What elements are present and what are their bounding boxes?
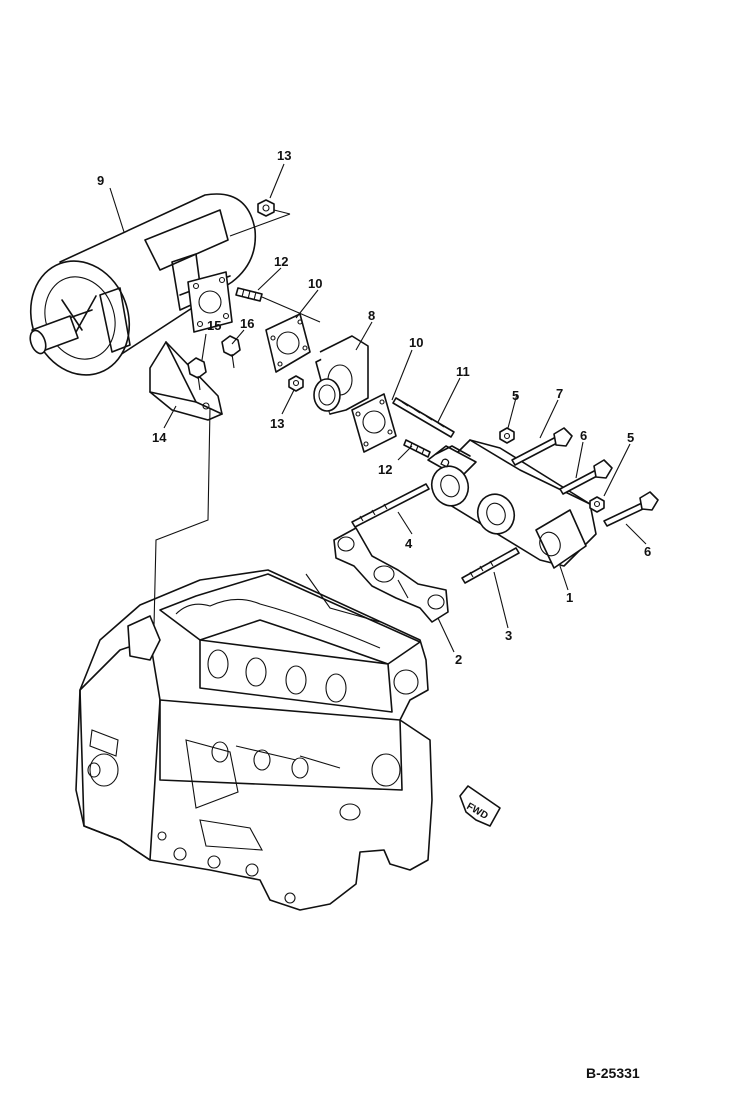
callout-15: 15	[207, 318, 221, 333]
gasket-2	[333, 527, 449, 623]
callout-4: 4	[405, 536, 413, 551]
callout-1: 1	[566, 590, 573, 605]
drawing-number: B-25331	[586, 1065, 640, 1081]
callout-16: 16	[240, 316, 254, 331]
bolt-6-lower	[603, 491, 659, 527]
muffler	[29, 193, 257, 376]
callout-5-upper: 5	[512, 388, 519, 403]
callout-6-upper: 6	[580, 428, 587, 443]
callout-13-lower: 13	[270, 416, 284, 431]
stud-11	[392, 397, 455, 438]
callout-5-right: 5	[627, 430, 634, 445]
stud-3	[461, 547, 520, 584]
nut-5-upper	[499, 427, 515, 444]
callout-9: 9	[97, 173, 104, 188]
bolt-6-upper	[559, 459, 613, 495]
callout-12-upper: 12	[274, 254, 288, 269]
muffler-outlet-flange	[187, 271, 233, 333]
callout-7: 7	[556, 386, 563, 401]
leader-lines	[109, 163, 647, 653]
stud-12-upper	[235, 287, 321, 323]
nut-5-right	[589, 496, 605, 513]
callout-11: 11	[456, 364, 470, 379]
callout-labels: 9 13 12 10 8 15 16 10 11 13 14 12 5 7 6 …	[97, 148, 651, 667]
exhaust-manifold-1: ᗝ	[427, 439, 597, 569]
callout-2: 2	[455, 652, 462, 667]
gasket-10-upper	[265, 313, 311, 373]
callout-10-upper: 10	[308, 276, 322, 291]
forward-direction-arrow: FWD	[459, 785, 501, 827]
callout-12-lower: 12	[378, 462, 392, 477]
nut-13-upper	[229, 199, 291, 237]
callout-14: 14	[152, 430, 167, 445]
callout-10-lower: 10	[409, 335, 423, 350]
callout-13-upper: 13	[277, 148, 291, 163]
stud-4	[351, 483, 430, 528]
engine-block	[75, 569, 433, 911]
stud-12-lower	[403, 439, 431, 458]
nut-13-lower	[288, 375, 304, 392]
callout-3: 3	[505, 628, 512, 643]
bracket-14	[149, 341, 223, 421]
bolt-15	[187, 357, 207, 391]
exhaust-pipe-8	[313, 335, 369, 415]
bolt-7	[511, 427, 573, 466]
bolt-16	[221, 335, 241, 369]
gasket-10-lower	[351, 393, 397, 453]
callout-8: 8	[368, 308, 375, 323]
callout-6-lower: 6	[644, 544, 651, 559]
